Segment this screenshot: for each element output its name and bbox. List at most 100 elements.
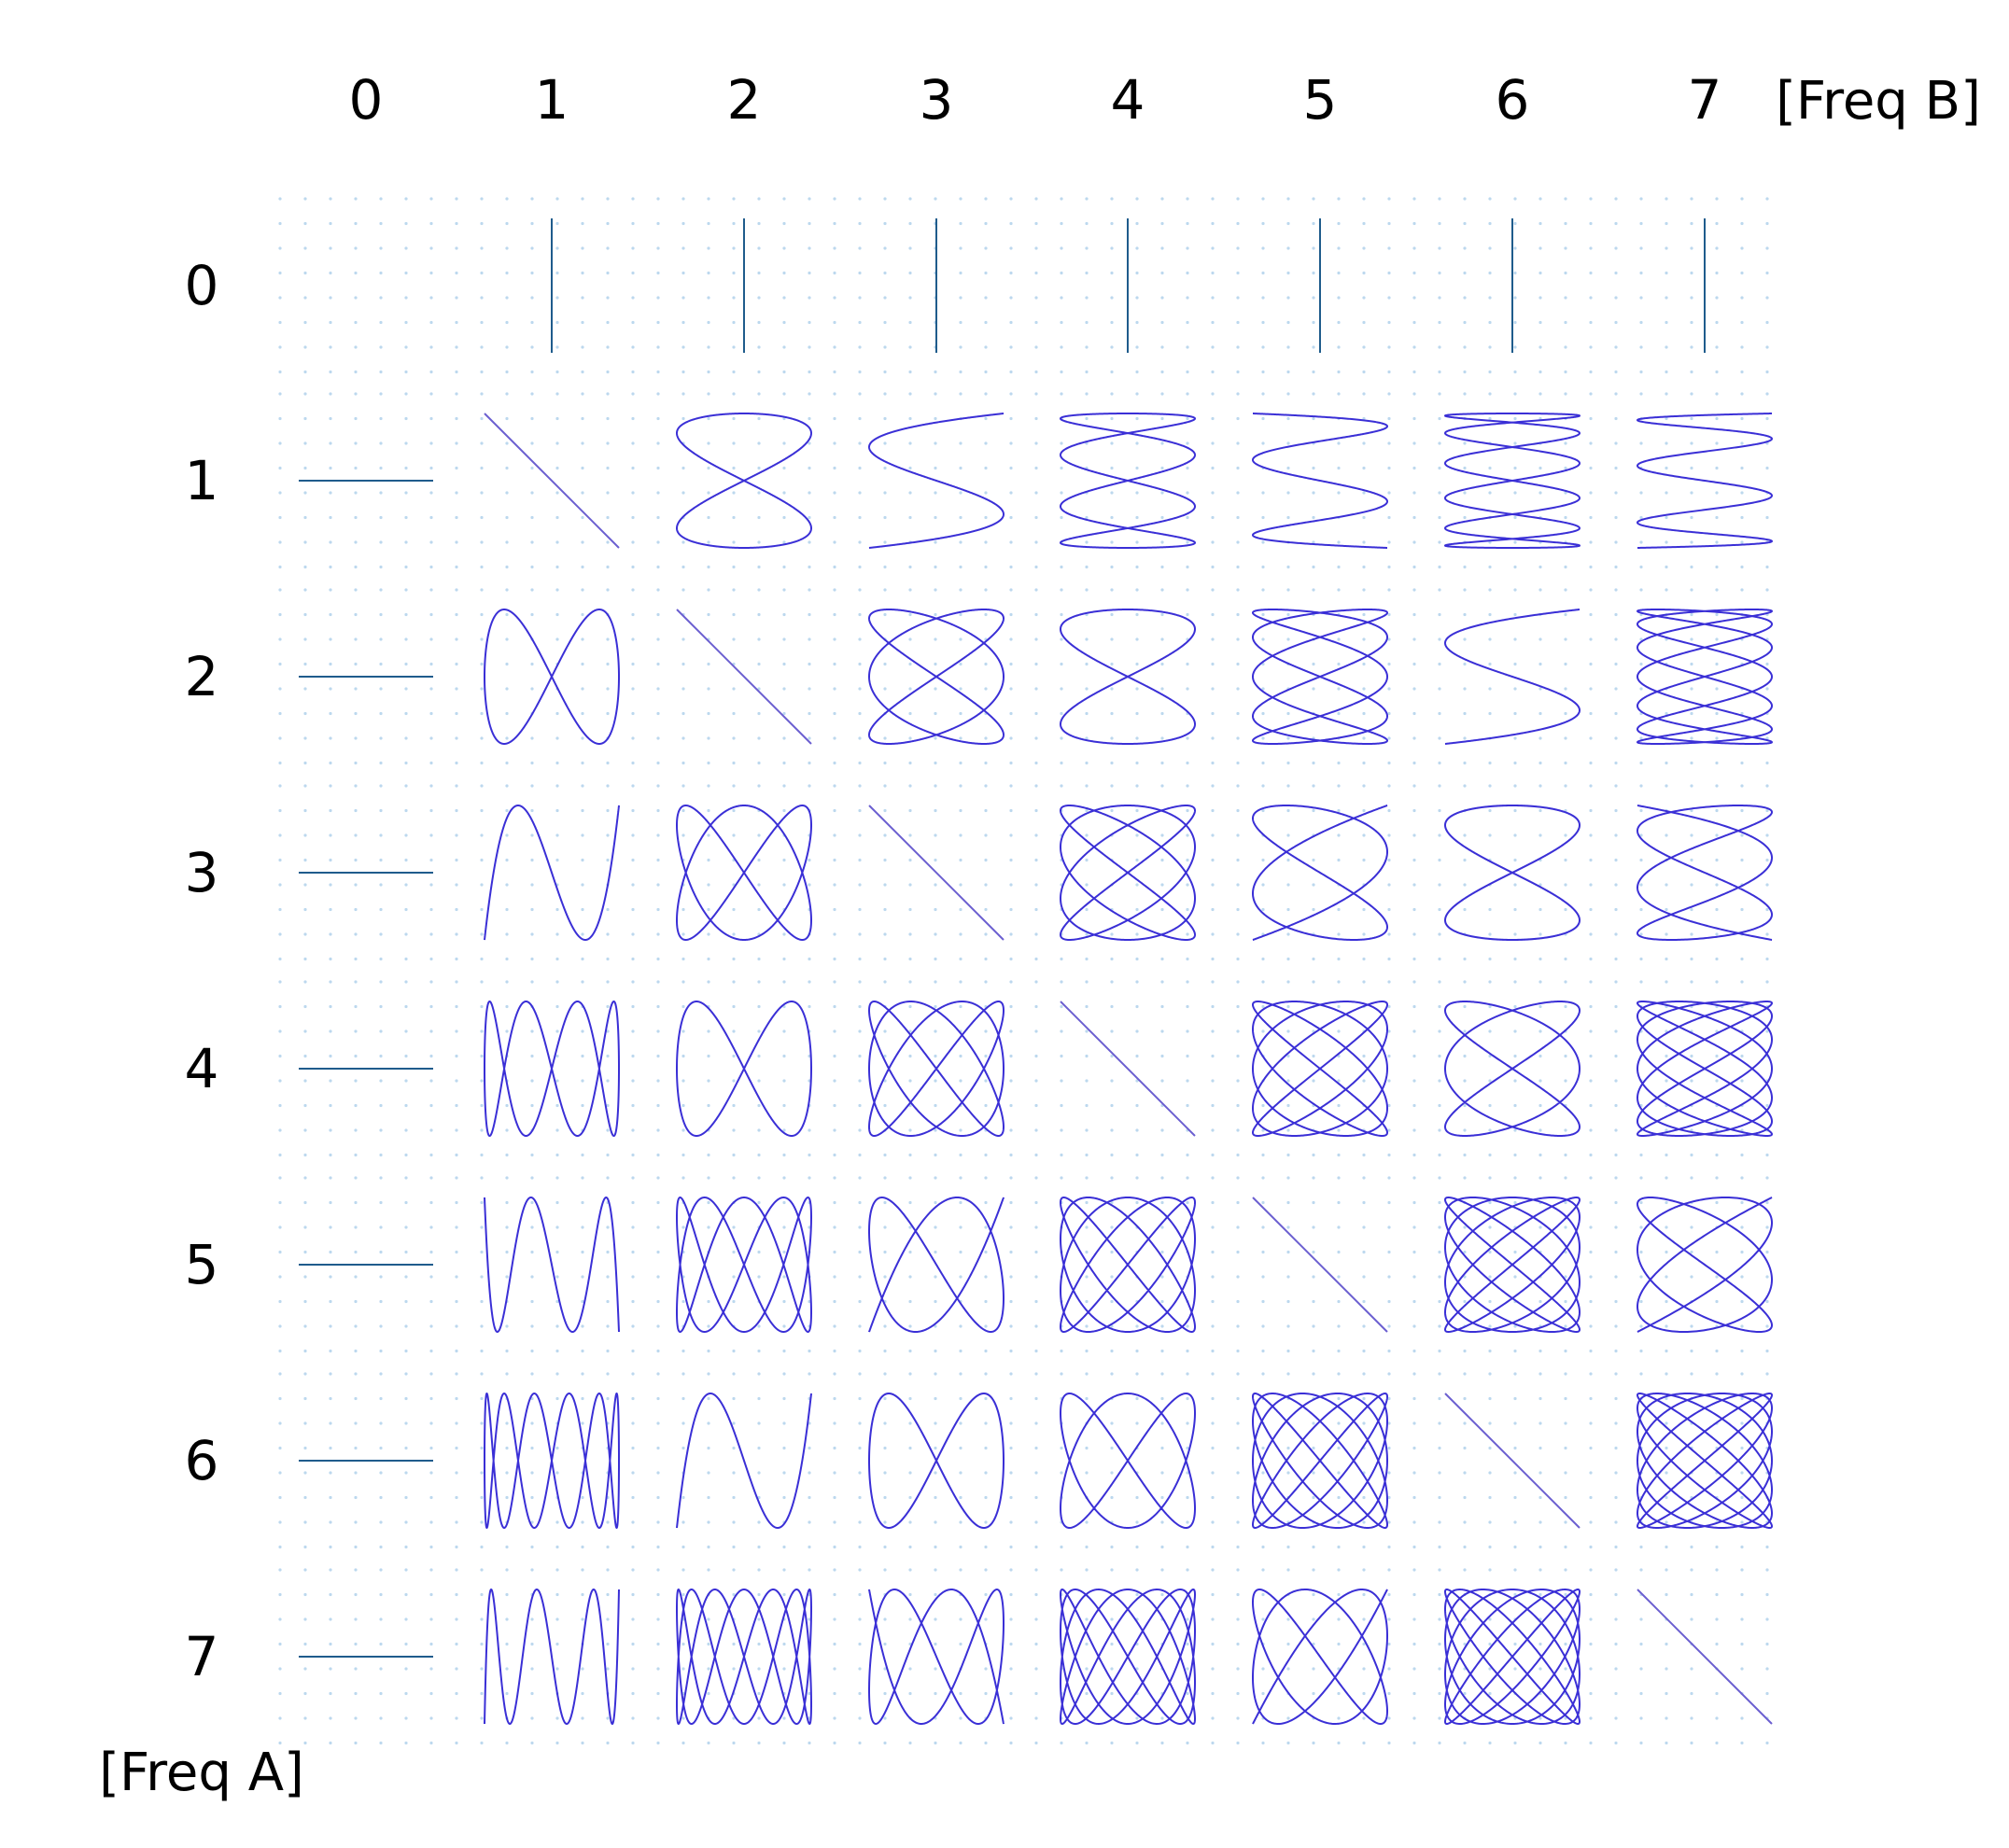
grid-dot <box>429 1446 433 1450</box>
grid-dot <box>1538 687 1542 691</box>
grid-dot <box>1412 784 1416 788</box>
grid-dot <box>757 711 761 716</box>
grid-dot <box>1286 957 1290 961</box>
grid-dot <box>833 1495 836 1500</box>
grid-dot <box>555 736 559 740</box>
grid-dot <box>1412 370 1416 374</box>
grid-dot <box>1538 1421 1542 1425</box>
grid-dot <box>1337 271 1341 275</box>
grid-dot <box>606 1396 610 1401</box>
grid-dot <box>1740 1520 1744 1524</box>
grid-dot <box>1337 1642 1341 1646</box>
grid-dot <box>1715 784 1719 788</box>
grid-dot <box>1538 370 1542 374</box>
grid-dot <box>1110 1225 1114 1229</box>
grid-dot <box>1362 1741 1366 1745</box>
grid-dot <box>1690 637 1693 641</box>
grid-dot <box>480 271 484 275</box>
grid-dot <box>1135 662 1139 666</box>
grid-dot <box>858 1716 862 1720</box>
grid-dot <box>379 1592 383 1597</box>
grid-dot <box>1765 588 1769 592</box>
grid-dot <box>505 1103 509 1108</box>
grid-dot <box>1715 1642 1719 1646</box>
grid-dot <box>984 246 988 250</box>
grid-dot <box>354 907 358 912</box>
grid-dot <box>984 296 988 300</box>
grid-dot <box>1160 761 1164 765</box>
grid-dot <box>329 932 332 936</box>
grid-dot <box>1513 1642 1517 1646</box>
grid-dot <box>934 1691 937 1696</box>
grid-dot <box>1286 907 1290 912</box>
grid-dot <box>1690 1054 1693 1058</box>
grid-dot <box>1564 858 1567 862</box>
grid-dot <box>1186 1004 1189 1009</box>
grid-dot <box>1034 1545 1038 1549</box>
grid-dot <box>1160 1275 1164 1279</box>
grid-dot <box>606 491 610 495</box>
grid-dot <box>1135 370 1139 374</box>
grid-dot <box>908 1446 912 1450</box>
grid-dot <box>429 1545 433 1549</box>
grid-dot <box>808 711 811 716</box>
grid-dot <box>1362 565 1366 569</box>
grid-dot <box>404 858 408 862</box>
grid-dot <box>732 1471 736 1475</box>
grid-dot <box>858 1275 862 1279</box>
grid-dot <box>1337 1200 1341 1205</box>
grid-dot <box>1690 612 1693 617</box>
grid-dot <box>429 345 433 349</box>
grid-dot <box>1009 370 1013 374</box>
grid-dot <box>480 197 484 201</box>
grid-dot <box>1236 858 1240 862</box>
grid-dot <box>1589 491 1593 495</box>
grid-dot <box>883 957 887 961</box>
grid-dot <box>656 833 660 837</box>
grid-dot <box>379 1396 383 1401</box>
grid-dot <box>379 1495 383 1500</box>
grid-dot <box>1211 1029 1215 1033</box>
grid-dot <box>1085 957 1089 961</box>
grid-dot <box>329 588 332 592</box>
grid-dot <box>1286 246 1290 250</box>
grid-dot <box>1362 1421 1366 1425</box>
grid-dot <box>631 491 635 495</box>
grid-dot <box>1564 1592 1567 1597</box>
grid-dot <box>1034 515 1038 520</box>
grid-dot <box>782 1667 786 1671</box>
grid-dot <box>1614 736 1618 740</box>
grid-dot <box>1538 907 1542 912</box>
grid-dot <box>354 515 358 520</box>
grid-dot <box>1186 1054 1189 1058</box>
grid-dot <box>581 957 584 961</box>
grid-dot <box>1312 370 1315 374</box>
grid-dot <box>505 1372 509 1376</box>
grid-dot <box>404 1617 408 1621</box>
grid-dot <box>656 416 660 421</box>
grid-dot <box>1034 612 1038 617</box>
grid-dot <box>1614 1471 1618 1475</box>
grid-dot <box>757 858 761 862</box>
grid-dot <box>379 833 383 837</box>
grid-dot <box>1337 1372 1341 1376</box>
grid-dot <box>1236 883 1240 887</box>
grid-dot <box>1186 370 1189 374</box>
grid-dot <box>1362 1275 1366 1279</box>
grid-dot <box>1110 612 1114 617</box>
grid-dot <box>1236 612 1240 617</box>
grid-dot <box>681 1004 685 1009</box>
grid-dot <box>1438 1349 1441 1353</box>
grid-dot <box>1236 466 1240 470</box>
grid-dot <box>681 540 685 544</box>
grid-dot <box>1538 1667 1542 1671</box>
grid-dot <box>1639 1568 1643 1572</box>
grid-dot <box>480 1079 484 1083</box>
grid-dot <box>1261 907 1265 912</box>
grid-dot <box>1312 540 1315 544</box>
grid-dot <box>480 320 484 325</box>
grid-dot <box>656 221 660 226</box>
grid-dot <box>1236 1667 1240 1671</box>
grid-dot <box>858 271 862 275</box>
grid-dot <box>1135 1421 1139 1425</box>
